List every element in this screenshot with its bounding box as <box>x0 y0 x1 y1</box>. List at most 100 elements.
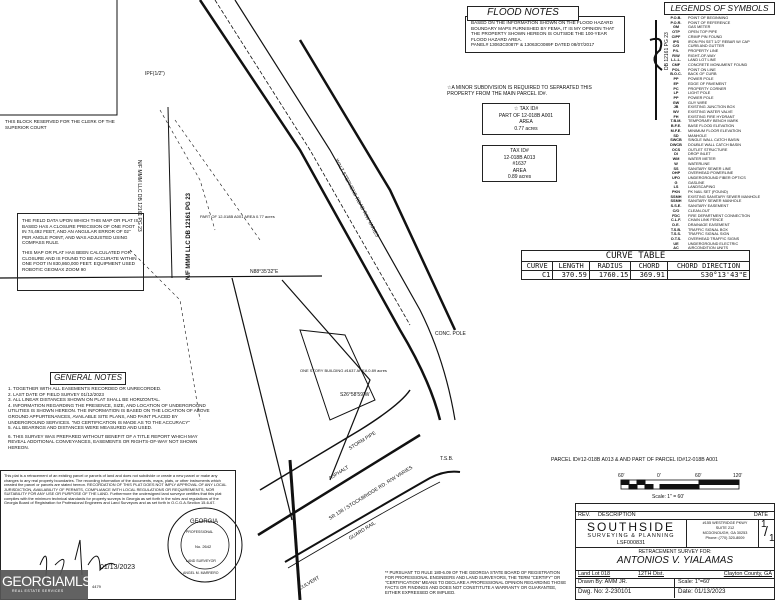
legend-meaning: CRIMP PIN FOUND <box>688 34 723 39</box>
legend-item: T.S.S.TRAFFIC SIGNAL SIGN <box>664 232 775 237</box>
legend-symbol: S.S.E. <box>670 204 682 209</box>
legend-symbol: JB <box>673 105 679 110</box>
legend-item: B.O.C.BACK OF CURB <box>664 72 775 77</box>
legend-meaning: POWER POLE <box>688 77 714 82</box>
legend-meaning: UNDERGROUND ELECTRIC <box>688 241 739 246</box>
legend-item: C.L.F. CHAIN LINK FENCE <box>664 218 775 223</box>
legend-item: O.T.S.OVERHEAD TRAFFIC SIGNS <box>664 237 775 242</box>
address-line: MCDONOUGH, GA 30253 <box>702 531 748 535</box>
star-icon: ☆ <box>447 85 452 91</box>
legend-item: CIPF CRIMP PIN FOUND <box>664 35 775 40</box>
legend-symbol: T.S.S. <box>670 232 682 237</box>
clerk-block <box>0 0 118 116</box>
legend-symbol: D.E. <box>672 222 680 227</box>
legend-symbol: OHP <box>671 171 681 176</box>
legend-meaning: DROP INLET <box>688 152 711 157</box>
legend-symbol: IPS <box>672 39 680 44</box>
legend-meaning: UNDERGROUND FIBER OPTICS <box>688 175 746 180</box>
legend-meaning: TRAFFIC SIGNAL BOX <box>688 227 728 232</box>
legend-symbol: AC <box>673 246 679 251</box>
parcel-label: PARCEL ID#12-018B A013 & AND PART OF PAR… <box>551 457 718 463</box>
legend-meaning: PROPERTY CORNER <box>688 86 727 91</box>
legend-symbol: C/O <box>672 208 680 213</box>
closure-note: THE FIELD DATA UPON WHICH THIS MAP OR PL… <box>17 213 144 291</box>
address-line: Phone: (770) 320-8009 <box>705 536 745 540</box>
curve-table: CURVE TABLE CURVE LENGTH RADIUS CHORD CH… <box>520 250 751 280</box>
legend-meaning: CHAIN LINK FENCE <box>688 218 724 223</box>
legend-symbol: UE <box>673 241 679 246</box>
legend-symbol: CIPF <box>671 34 681 39</box>
walt-stephens-label: WALT STEPHENS ROAD R/W VARIES <box>333 158 380 239</box>
tax-line: 12-018B A013 <box>503 154 536 161</box>
minor-subdivision-note: ☆A MINOR SUBDIVISION IS REQUIRED TO SEPA… <box>447 85 617 97</box>
adjoiner-line <box>129 109 261 421</box>
license: LSF000831 <box>616 540 646 546</box>
legend-symbol: O.T.S. <box>670 237 682 242</box>
scale-label: 0' <box>657 473 661 479</box>
culvert-label: CULVERT <box>298 575 321 592</box>
legend-symbol: SWCB <box>670 138 682 143</box>
drawn-by: Drawn By: AMM JR. <box>578 579 628 585</box>
property-line <box>167 106 173 279</box>
legend-meaning: IRON PIN SET 1/2" REBAR W/ CAP <box>688 39 750 44</box>
legend-meaning: BACK OF CURB <box>688 72 717 77</box>
note: 5. ALL BEARINGS AND DISTANCES WERE MEASU… <box>8 425 153 431</box>
scale-label: 60' <box>695 473 702 479</box>
col-header: CHORD <box>630 261 668 271</box>
legend-symbol: C/G <box>672 44 680 49</box>
legend-meaning: POWER POLE <box>688 95 714 100</box>
legend-meaning: EDGE OF PAVEMENT <box>688 81 727 86</box>
ipf-label: IPF(1/2") <box>145 71 165 77</box>
tax-id-box: ☆ TAX ID# PART OF 12-018B A001 AREA 0.77… <box>482 103 570 135</box>
watermark-brand: GEORGIAMLS <box>2 573 92 589</box>
company-address: #155 WESTRIDGE PKWY SUITE 212 MCDONOUGH,… <box>686 519 763 547</box>
cell: S30°13'43"E <box>666 270 751 280</box>
retracement-label: RETRACEMENT SURVEY FOR: <box>638 549 712 555</box>
signature-number: 4479 <box>92 584 101 589</box>
legend-symbol: PKN <box>671 190 681 195</box>
legend-item: S.S.E.SANITARY EASEMENT <box>664 204 775 209</box>
surveyor-seal-inner <box>180 520 230 570</box>
title-block: REV. DESCRIPTION DATE SOUTHSIDE SURVEYIN… <box>575 503 775 600</box>
general-notes-title: GENERAL NOTES <box>50 372 126 385</box>
walt-stephens-road-edge <box>198 0 442 421</box>
legend-meaning: LIGHT POLE <box>688 91 711 96</box>
legend-meaning: GAS METER <box>688 25 711 30</box>
legend-meaning: CLEAN-OUT <box>688 208 710 213</box>
address-line: SUITE 212 <box>715 526 735 530</box>
sr138-edge <box>257 433 421 537</box>
legend-symbol: C.L.F. <box>670 218 682 223</box>
legend-item: P.O.B.POINT OF BEGINNING <box>664 16 775 21</box>
tax-line: TAX ID# <box>519 106 539 112</box>
legend-symbol: W <box>674 161 678 166</box>
tax-line: AREA <box>519 119 533 125</box>
legend-meaning: OPEN TOP PIPE <box>688 30 718 35</box>
legend-symbol: P/L <box>673 48 679 53</box>
adjoiner-label: N/F MMM LLC DB 12161 PG 23 <box>136 160 142 232</box>
legend-symbol: B.F.E. <box>670 124 682 129</box>
legend-meaning: TEMPORARY BENCH MARK <box>688 119 739 124</box>
client-name: ANTONIOS V. YIALAMAS <box>616 555 734 566</box>
closure-text: THIS MAP OR PLAT HAS BEEN CALCULATED FOR… <box>22 249 137 272</box>
legend-symbol: GM <box>672 25 680 30</box>
seal-bottom: LAND SURVEYOR <box>186 559 216 563</box>
guard-rail <box>287 481 441 569</box>
